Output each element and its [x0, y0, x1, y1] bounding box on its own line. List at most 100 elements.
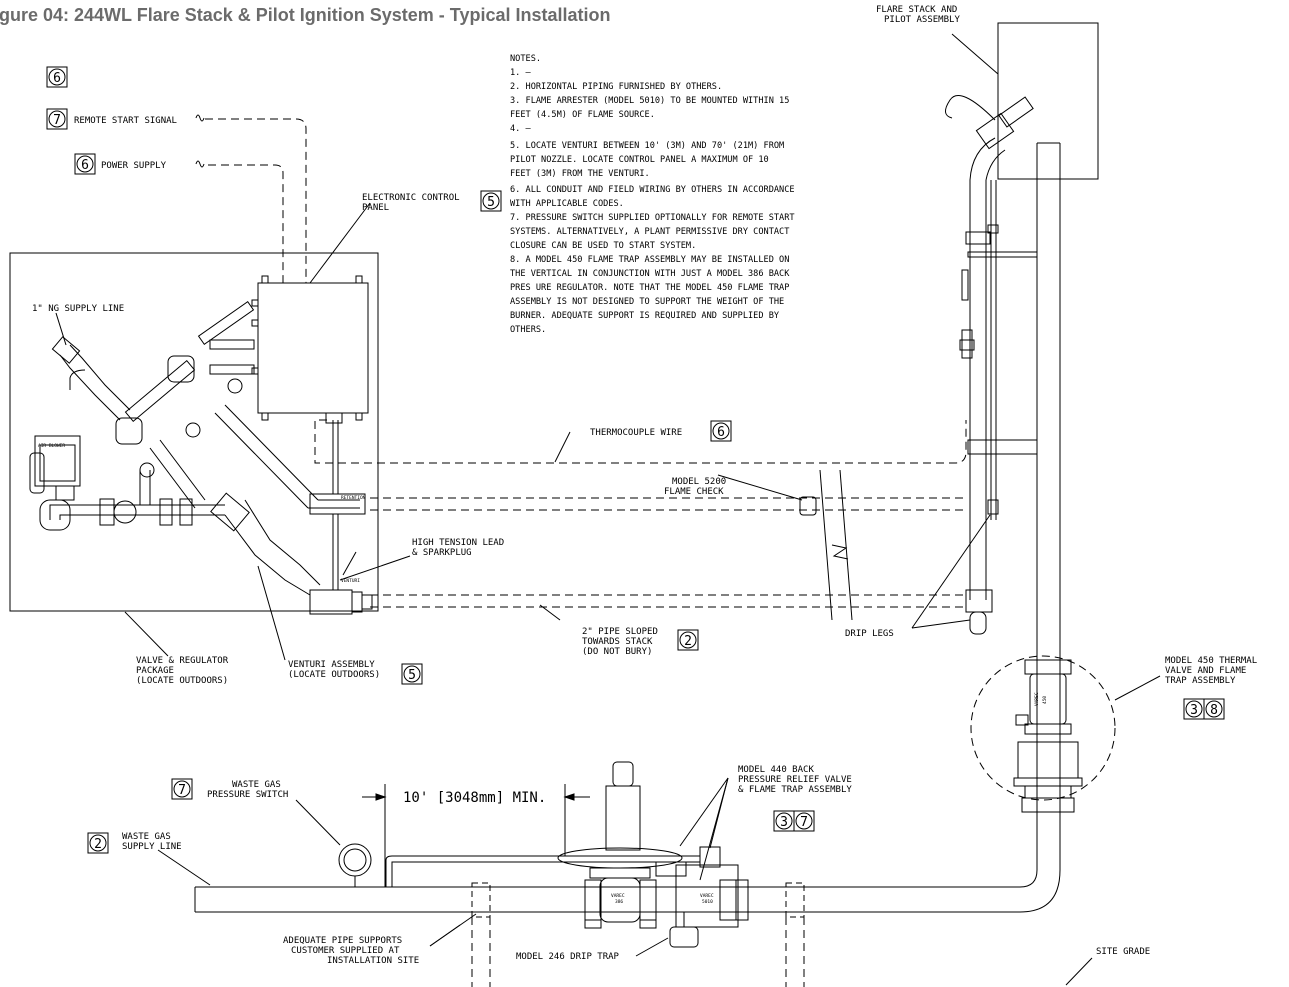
- svg-text:2: 2: [684, 634, 692, 649]
- notes-heading: NOTES.: [510, 54, 541, 64]
- tag-varec-450-b: 450: [1042, 696, 1048, 704]
- tag-retention: RETENTION: [341, 495, 366, 501]
- label-htl-2: & SPARKPLUG: [412, 548, 472, 558]
- tag-varec-386-b: 386: [615, 899, 623, 905]
- air-blower: [29, 435, 81, 501]
- flare-stack-pipe: [967, 142, 1061, 660]
- svg-text:6: 6: [81, 158, 89, 173]
- svg-text:7: 7: [178, 783, 186, 798]
- label-supports-1: ADEQUATE PIPE SUPPORTS: [283, 936, 402, 946]
- label-venturi-2: (LOCATE OUTDOORS): [288, 670, 380, 680]
- label-flame-check-2: FLAME CHECK: [664, 487, 724, 497]
- callout-box-2-wgsl: 2: [87, 832, 109, 854]
- note-line: 1. –: [510, 68, 532, 78]
- callout-box-3-m450: 3: [1183, 698, 1205, 720]
- model-5010-flame-arrester: [675, 846, 749, 928]
- model-246-drip-trap: [669, 912, 699, 948]
- note-line: PRES URE REGULATOR. NOTE THAT THE MODEL …: [510, 283, 789, 293]
- pilot-assembly: [945, 95, 1034, 635]
- label-m440-1: MODEL 440 BACK: [738, 765, 814, 775]
- label-m450-2: VALVE AND FLAME: [1165, 666, 1246, 676]
- model-450-assembly: [1013, 659, 1083, 840]
- tag-venturi: VENTURI: [341, 578, 360, 584]
- tag-varec-5010-b: 5010: [702, 899, 713, 905]
- tag-varec-386: VAREC: [611, 893, 625, 899]
- svg-text:6: 6: [717, 425, 725, 440]
- label-m450-1: MODEL 450 THERMAL: [1165, 656, 1257, 666]
- label-ecp-1: ELECTRONIC CONTROL: [362, 193, 460, 203]
- svg-text:7: 7: [53, 113, 61, 128]
- svg-text:7: 7: [800, 815, 808, 830]
- note-line: 2. HORIZONTAL PIPING FURNISHED BY OTHERS…: [510, 82, 722, 92]
- label-ng-supply: 1" NG SUPPLY LINE: [32, 304, 124, 314]
- callout-box-7-m440: 7: [793, 810, 815, 832]
- svg-text:3: 3: [780, 815, 788, 830]
- svg-text:3: 3: [1190, 703, 1198, 718]
- svg-text:2: 2: [94, 837, 102, 852]
- note-line: CLOSURE CAN BE USED TO START SYSTEM.: [510, 241, 696, 251]
- label-wgps-1: WASTE GAS: [232, 780, 281, 790]
- waste-gas-pressure-switch: [338, 843, 700, 887]
- tag-varec-5010: VAREC: [700, 893, 714, 899]
- note-line: 5. LOCATE VENTURI BETWEEN 10' (3M) AND 7…: [510, 141, 784, 151]
- svg-text:5: 5: [487, 195, 495, 210]
- callout-box-6-power: 6: [74, 153, 96, 175]
- label-wgps-2: PRESSURE SWITCH: [207, 790, 288, 800]
- note-line: 4. –: [510, 124, 532, 134]
- valve-regulator-package: [9, 252, 379, 612]
- label-remote-start: REMOTE START SIGNAL: [74, 116, 177, 126]
- note-line: 7. PRESSURE SWITCH SUPPLIED OPTIONALLY F…: [510, 213, 795, 223]
- callout-box-2-pipe: 2: [677, 629, 699, 651]
- callout-box-5-venturi: 5: [401, 663, 423, 685]
- label-pipe-2: TOWARDS STACK: [582, 637, 653, 647]
- flame-check-5200: [799, 496, 817, 516]
- figure-title: igure 04: 244WL Flare Stack & Pilot Igni…: [0, 5, 611, 25]
- label-wgsl-1: WASTE GAS: [122, 832, 171, 842]
- note-line: WITH APPLICABLE CODES.: [510, 199, 624, 209]
- label-venturi-1: VENTURI ASSEMBLY: [288, 660, 375, 670]
- label-supports-2: CUSTOMER SUPPLIED AT: [291, 946, 400, 956]
- note-line: FEET (4.5M) OF FLAME SOURCE.: [510, 110, 655, 120]
- callout-box-6-tc: 6: [710, 420, 732, 442]
- valve-train-piping: [39, 301, 360, 531]
- note-line: FEET (3M) FROM THE VENTURI.: [510, 169, 650, 179]
- callout-box-6-top: 6: [46, 66, 68, 88]
- label-thermocouple: THERMOCOUPLE WIRE: [590, 428, 682, 438]
- label-htl-1: HIGH TENSION LEAD: [412, 538, 504, 548]
- note-line: 3. FLAME ARRESTER (MODEL 5010) TO BE MOU…: [510, 96, 789, 106]
- tag-varec-450: VAREC: [1034, 692, 1040, 706]
- callout-box-7-wgps: 7: [171, 778, 193, 800]
- callout-box-3-m440: 3: [773, 810, 795, 832]
- model-440-relief-valve: [557, 761, 687, 929]
- label-m450-3: TRAP ASSEMBLY: [1165, 676, 1236, 686]
- label-drip-trap: MODEL 246 DRIP TRAP: [516, 952, 620, 962]
- dimension-10ft: [362, 784, 590, 887]
- flare-stack-box: [997, 22, 1099, 180]
- label-flame-check-1: MODEL 5200: [672, 477, 726, 487]
- label-m440-3: & FLAME TRAP ASSEMBLY: [738, 785, 852, 795]
- model-450-detail-circle: [970, 655, 1116, 801]
- callout-box-7-top: 7: [46, 108, 68, 130]
- pipe-supports: [471, 882, 805, 987]
- venturi-assembly: [210, 412, 373, 615]
- note-line: BURNER. ADEQUATE SUPPORT IS REQUIRED AND…: [510, 311, 780, 321]
- label-vrp-1: VALVE & REGULATOR: [136, 656, 229, 666]
- notes-block: NOTES. 1. – 2. HORIZONTAL PIPING FURNISH…: [510, 54, 795, 335]
- svg-text:8: 8: [1210, 703, 1218, 718]
- note-line: 6. ALL CONDUIT AND FIELD WIRING BY OTHER…: [510, 185, 795, 195]
- label-pipe-3: (DO NOT BURY): [582, 647, 652, 657]
- callout-box-5-ecp: 5: [480, 190, 502, 212]
- electronic-control-panel: [251, 202, 371, 421]
- label-air-blower: AIR BLOWER: [38, 443, 65, 449]
- label-vrp-2: PACKAGE: [136, 666, 174, 676]
- note-line: THE VERTICAL IN CONJUNCTION WITH JUST A …: [510, 269, 790, 279]
- label-flare-stack-1: FLARE STACK AND: [876, 5, 957, 15]
- note-line: OTHERS.: [510, 325, 546, 335]
- conduit-lines: [205, 118, 968, 608]
- label-power-supply: POWER SUPPLY: [101, 161, 167, 171]
- note-line: SYSTEMS. ALTERNATIVELY, A PLANT PERMISSI…: [510, 227, 789, 237]
- note-line: 8. A MODEL 450 FLAME TRAP ASSEMBLY MAY B…: [510, 255, 789, 265]
- note-line: PILOT NOZZLE. LOCATE CONTROL PANEL A MAX…: [510, 155, 769, 165]
- label-ecp-2: PANEL: [362, 203, 389, 213]
